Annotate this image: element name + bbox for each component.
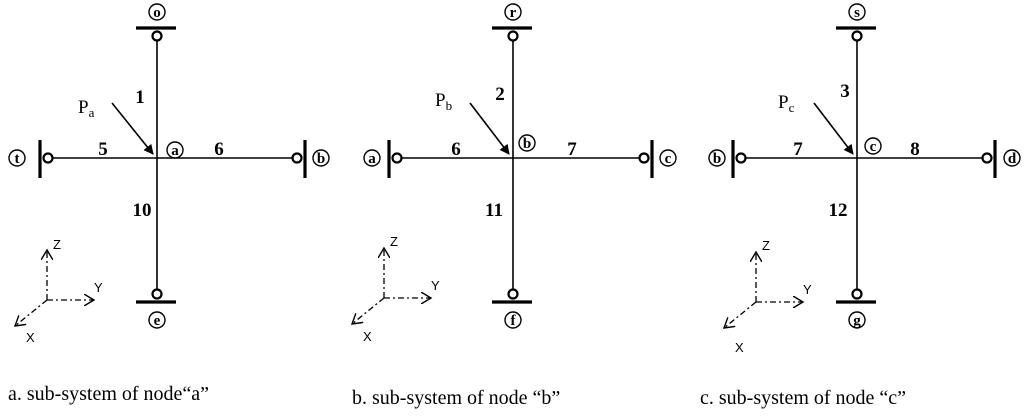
member-number-right: 7 bbox=[567, 139, 577, 160]
bottom-pin bbox=[151, 288, 163, 300]
member-number-up: 1 bbox=[135, 87, 145, 108]
node-circle-top bbox=[848, 3, 866, 21]
load-arrow bbox=[813, 102, 854, 155]
right-pin bbox=[291, 152, 303, 164]
y-axis-label: Y bbox=[803, 282, 812, 297]
top-pin bbox=[151, 30, 163, 42]
x-axis bbox=[15, 299, 48, 326]
x-axis bbox=[724, 301, 757, 328]
coordinate-axes: Z Y X bbox=[724, 238, 812, 355]
node-circle-bottom bbox=[504, 311, 522, 329]
node-label-right: b bbox=[317, 151, 325, 167]
load-arrow bbox=[469, 102, 510, 155]
node-circle-top bbox=[504, 3, 522, 21]
node-label-left: t bbox=[15, 151, 20, 167]
node-label-left: b bbox=[713, 151, 721, 167]
member-number-up: 3 bbox=[840, 81, 850, 102]
node-circle-top bbox=[148, 3, 166, 21]
top-pin bbox=[507, 30, 519, 42]
node-label-top: r bbox=[510, 5, 517, 21]
left-pin bbox=[391, 152, 403, 164]
node-circle-left bbox=[363, 149, 381, 167]
node-label-bottom: e bbox=[154, 313, 161, 329]
node-label-right: c bbox=[665, 151, 672, 167]
node-circle-left bbox=[8, 149, 26, 167]
node-circle-center bbox=[864, 137, 882, 155]
right-pin bbox=[981, 152, 993, 164]
member-number-down: 11 bbox=[485, 200, 503, 221]
member-number-up: 2 bbox=[495, 84, 505, 105]
node-circle-right bbox=[312, 149, 330, 167]
load-label: Pa bbox=[78, 97, 95, 120]
node-label-bottom: f bbox=[511, 313, 517, 329]
node-circle-right bbox=[659, 149, 677, 167]
bottom-pin bbox=[507, 288, 519, 300]
panel-b: r f a c b 2 6 7 11 Pb Z Y X b. sub-syste… bbox=[352, 3, 677, 409]
node-circle-bottom bbox=[848, 311, 866, 329]
z-axis-label: Z bbox=[53, 237, 61, 252]
x-axis-label: X bbox=[26, 330, 35, 345]
y-axis-label: Y bbox=[431, 278, 440, 293]
node-label-top: o bbox=[153, 5, 161, 21]
panel-caption: a. sub-system of node“a” bbox=[8, 383, 209, 405]
bottom-pin bbox=[851, 288, 863, 300]
member-number-left: 5 bbox=[98, 139, 108, 160]
load-arrow bbox=[111, 102, 154, 155]
node-label-right: d bbox=[1008, 151, 1017, 167]
left-pin bbox=[735, 152, 747, 164]
right-pin bbox=[638, 152, 650, 164]
panel-a: o e t b a 1 5 6 10 Pa Z Y X a. sub-syste… bbox=[8, 3, 330, 405]
node-circle-right bbox=[1003, 149, 1021, 167]
member-number-left: 7 bbox=[793, 139, 803, 160]
node-label-left: a bbox=[368, 151, 376, 167]
node-circle-left bbox=[708, 149, 726, 167]
node-circle-center bbox=[166, 141, 184, 159]
member-number-down: 10 bbox=[133, 200, 152, 221]
y-axis-label: Y bbox=[94, 280, 103, 295]
node-circle-bottom bbox=[148, 311, 166, 329]
panel-c: s g b d c 3 7 8 12 Pc Z Y X c. sub-syste… bbox=[700, 3, 1021, 409]
z-axis-label: Z bbox=[762, 238, 770, 253]
member-number-down: 12 bbox=[829, 200, 848, 221]
load-label: Pb bbox=[435, 90, 452, 113]
top-pin bbox=[851, 30, 863, 42]
member-number-right: 8 bbox=[910, 139, 920, 160]
node-label-center: c bbox=[870, 139, 877, 155]
node-label-center: b bbox=[523, 136, 531, 152]
node-label-top: s bbox=[854, 5, 860, 21]
panel-caption: b. sub-system of node “b” bbox=[352, 387, 560, 409]
coordinate-axes: Z Y X bbox=[15, 237, 103, 345]
coordinate-axes: Z Y X bbox=[352, 234, 440, 344]
panel-caption: c. sub-system of node “c” bbox=[700, 387, 906, 409]
node-label-center: a bbox=[171, 143, 179, 159]
node-label-bottom: g bbox=[853, 313, 861, 329]
node-circle-center bbox=[518, 134, 536, 152]
z-axis-label: Z bbox=[390, 234, 398, 249]
member-number-right: 6 bbox=[214, 139, 224, 160]
x-axis-label: X bbox=[363, 329, 372, 344]
x-axis bbox=[352, 297, 385, 324]
x-axis-label: X bbox=[735, 340, 744, 355]
left-pin bbox=[42, 152, 54, 164]
load-label: Pc bbox=[778, 92, 795, 115]
member-number-left: 6 bbox=[451, 139, 461, 160]
